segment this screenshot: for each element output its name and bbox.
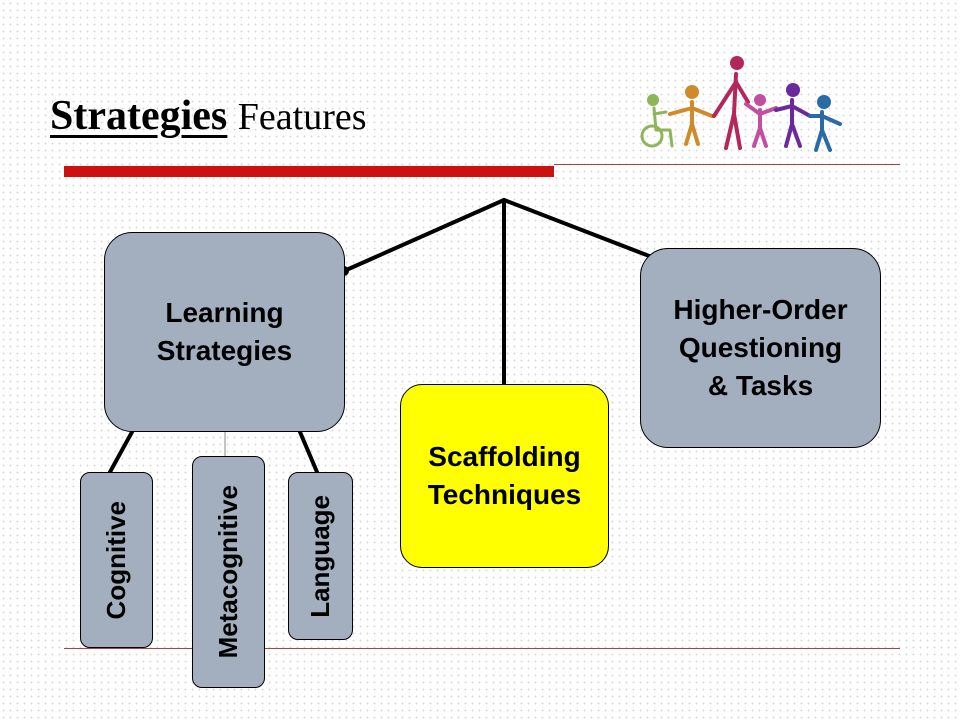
- top-divider: [554, 164, 900, 165]
- language-box: Language: [288, 472, 353, 640]
- title-sub: Features: [237, 96, 367, 138]
- scaffolding-box: Scaffolding Techniques: [400, 384, 609, 568]
- connector-to-language: [298, 430, 319, 474]
- cognitive-label: Cognitive: [101, 500, 131, 620]
- language-label: Language: [305, 494, 335, 618]
- learning-strategies-label: Learning Strategies: [156, 297, 293, 366]
- connector-to-learning: [342, 198, 506, 273]
- title-main: Strategies: [50, 93, 228, 139]
- title-accent-bar: [64, 166, 554, 177]
- bottom-divider: [64, 648, 900, 649]
- scaffolding-label: Scaffolding Techniques: [427, 441, 582, 510]
- people-holding-hands-icon: [640, 56, 842, 152]
- cognitive-box: Cognitive: [80, 472, 153, 648]
- slide-title: Strategies Features: [50, 92, 367, 140]
- higher-order-box: Higher-Order Questioning & Tasks: [640, 248, 881, 448]
- connector-to-cognitive: [108, 430, 134, 474]
- learning-strategies-box: Learning Strategies: [104, 232, 345, 432]
- higher-order-label: Higher-Order Questioning & Tasks: [673, 294, 848, 401]
- metacognitive-box: Metacognitive: [192, 456, 265, 688]
- metacognitive-label: Metacognitive: [213, 485, 243, 659]
